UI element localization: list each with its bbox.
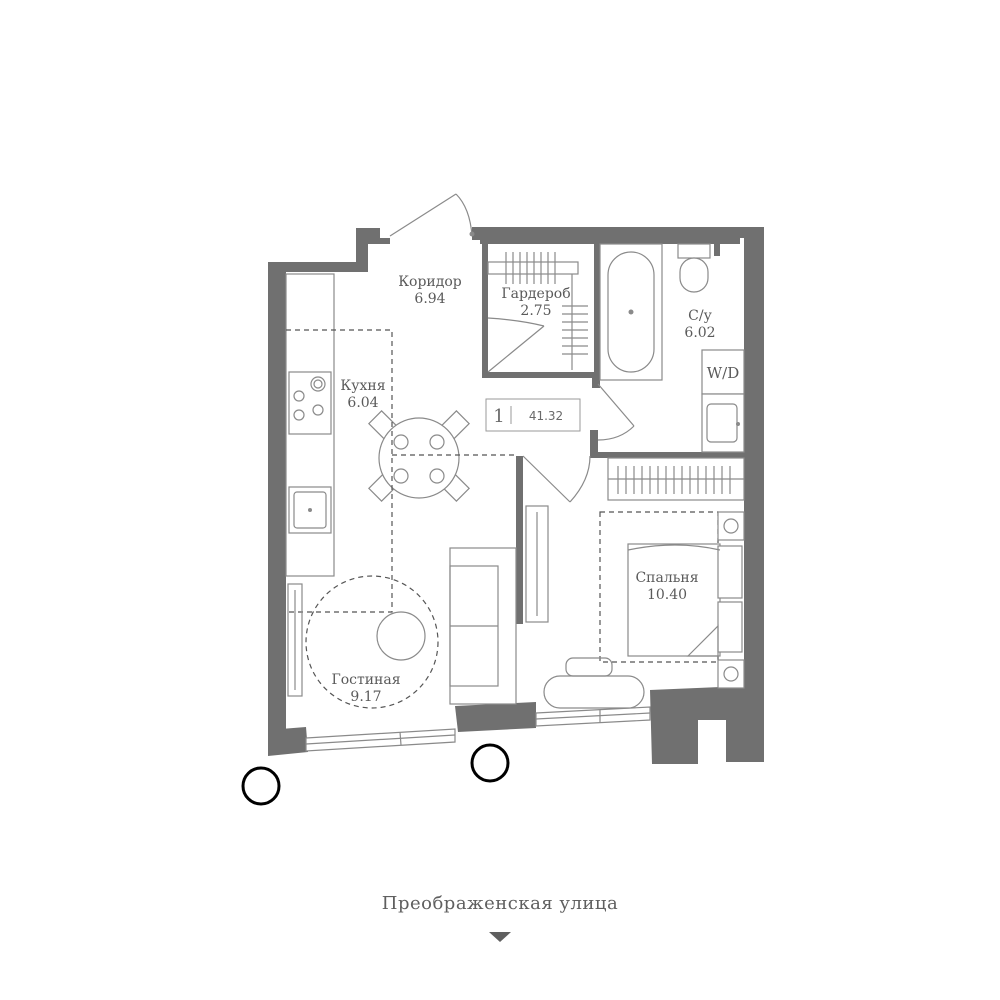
bathroom-area: 6.02 [684,325,715,341]
street-name: Преображенская улица [381,893,619,914]
corridor-name: Коридор [398,274,462,290]
bathtub-icon [599,243,663,381]
round-table-icon [376,611,426,661]
wardrobe-area: 2.75 [520,303,551,319]
kitchen-name: Кухня [340,378,385,394]
cooktop-icon [288,371,332,435]
living-area: 9.17 [350,689,381,705]
kitchen-area: 6.04 [347,395,378,411]
dining-table-icon [368,410,470,502]
apartment-badge: 1 41.32 [485,398,581,432]
walls [268,227,764,764]
toilet-icon [677,243,711,293]
kitchen-counter [285,273,335,577]
bathroom-sink-icon [701,393,745,453]
bathroom-name: С/у [688,308,712,324]
living-furniture [287,547,517,705]
wardrobe-hangers-icon [487,252,588,370]
sofa-icon [449,547,517,705]
total-area: 41.32 [529,409,563,423]
wardrobe-door [487,317,545,373]
rooms-count: 1 [493,406,504,427]
bedroom-name: Спальня [635,570,698,586]
bathroom-door [597,383,635,441]
bedroom-closet-icon [607,457,745,501]
arrow-down-icon [489,932,511,942]
entrance-door [389,193,475,237]
bench-icon [543,657,645,709]
windows [305,706,651,752]
bedroom-door [522,455,591,503]
column-marker [470,743,510,783]
living-name: Гостиная [331,672,400,688]
nightstand-icon [717,511,745,689]
corridor-area: 6.94 [414,291,445,307]
washer-dryer-label: W/D [707,364,740,382]
column-marker [241,766,281,806]
wardrobe-name: Гардероб [501,286,570,302]
bedroom-area: 10.40 [647,587,687,603]
kitchen-sink-icon [288,486,332,534]
bed-icon [627,543,743,657]
wardrobe-panel-icon [525,505,549,623]
